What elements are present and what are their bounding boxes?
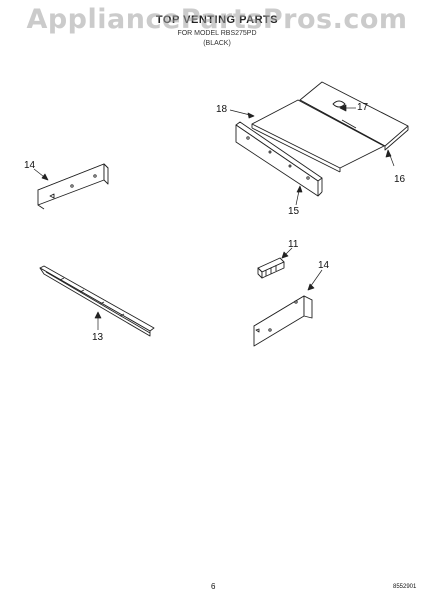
page-number: 6: [211, 582, 216, 591]
part-14-right-bracket: [253, 295, 313, 347]
watermark-text: AppliancePartsPros.com: [26, 4, 408, 35]
part-11-clip: [257, 257, 285, 279]
document-code: 8552901: [393, 584, 417, 590]
callout-13: 13: [92, 332, 104, 343]
callout-16: 16: [394, 174, 406, 185]
callout-15: 15: [288, 206, 300, 217]
part-15-bracket: [235, 121, 323, 197]
callout-14-left: 14: [24, 160, 36, 171]
part-13-rail: [39, 265, 155, 337]
part-16-vent-plate: [299, 81, 409, 151]
part-18-panel: [251, 99, 385, 173]
part-14-left-bracket: [37, 163, 109, 210]
diagram-subtitle: FOR MODEL RBS275PD: [177, 30, 257, 37]
diagram-title: TOP VENTING PARTS: [155, 14, 279, 26]
leader-lines: [33, 104, 395, 330]
callout-11: 11: [288, 239, 299, 250]
callout-17: 17: [357, 102, 369, 113]
diagram-subtitle-color: (BLACK): [203, 40, 231, 47]
callout-14-right: 14: [318, 260, 330, 271]
callout-18: 18: [216, 104, 228, 115]
